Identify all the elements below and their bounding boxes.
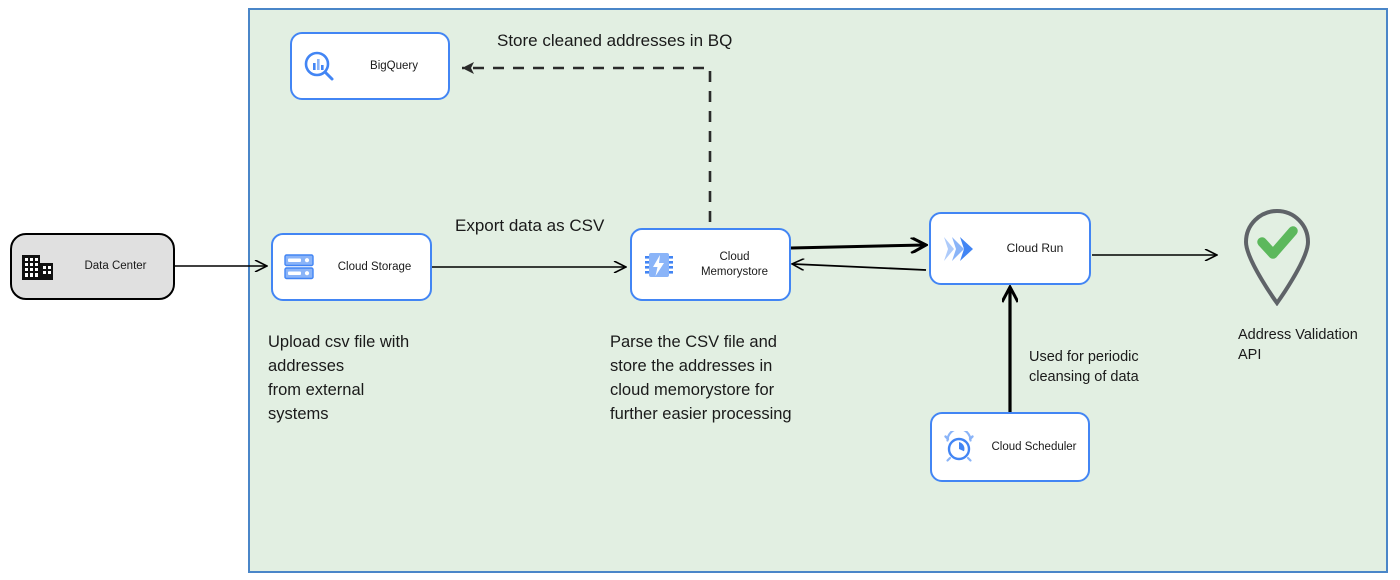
cloud-boundary-zone [248, 8, 1388, 573]
node-label-bigquery: BigQuery [370, 59, 418, 72]
node-cloud-scheduler[interactable]: Cloud Scheduler [930, 412, 1090, 482]
edge-label-store-in-bq: Store cleaned addresses in BQ [497, 31, 733, 50]
note-upload-csv: Upload csv file with addresses from exte… [268, 333, 410, 423]
node-bigquery[interactable]: BigQuery [290, 32, 450, 100]
data-center-icon [12, 250, 64, 284]
bigquery-icon [292, 49, 346, 83]
node-data-center[interactable]: Data Center [10, 233, 175, 300]
node-label-cloud-scheduler: Cloud Scheduler [991, 440, 1077, 453]
node-label-address-validation-api: Address Validation API [1238, 327, 1358, 363]
cloud-run-icon [931, 232, 987, 266]
node-label-data-center: Data Center [84, 260, 147, 273]
cloud-scheduler-icon [932, 429, 986, 465]
node-cloud-run[interactable]: Cloud Run [929, 212, 1091, 285]
node-label-cloud-memorystore: Cloud Memorystore [700, 251, 769, 278]
note-parse-csv: Parse the CSV file and store the address… [610, 333, 792, 423]
note-scheduler-purpose: Used for periodic cleansing of data [1029, 349, 1139, 385]
node-cloud-storage[interactable]: Cloud Storage [271, 233, 432, 301]
node-label-cloud-storage: Cloud Storage [337, 260, 412, 273]
map-pin-check-icon [1236, 204, 1318, 311]
node-label-cloud-run: Cloud Run [1006, 241, 1064, 255]
node-cloud-memorystore[interactable]: Cloud Memorystore [630, 228, 791, 301]
cloud-storage-icon [273, 250, 325, 284]
node-address-validation-api[interactable] [1218, 204, 1368, 314]
cloud-memorystore-icon [632, 247, 686, 283]
edge-label-export-csv: Export data as CSV [455, 216, 605, 235]
